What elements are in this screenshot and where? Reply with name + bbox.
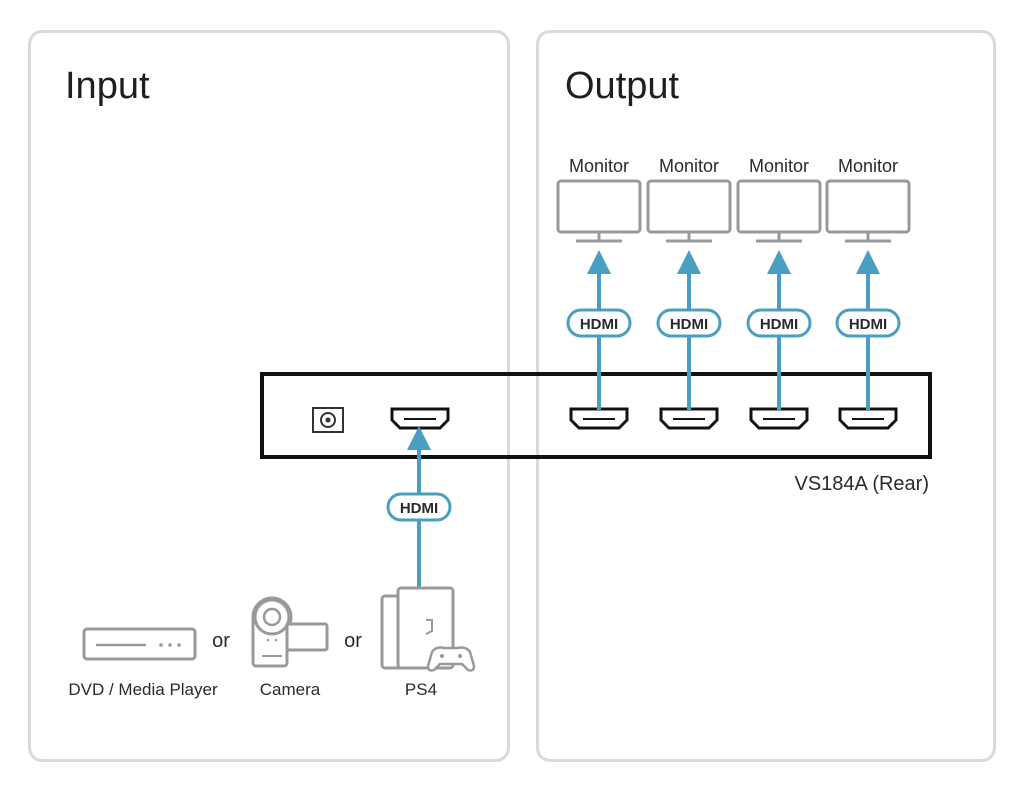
output-hdmi-port-icon — [569, 407, 629, 430]
output-hdmi-port-icon — [749, 407, 809, 430]
monitor-icon — [825, 179, 911, 243]
monitor-label: Monitor — [659, 156, 719, 176]
output-title: Output — [565, 65, 680, 107]
output-hdmi-port-icon — [838, 407, 898, 430]
camera-label: Camera — [260, 680, 321, 699]
or-separator: or — [344, 630, 362, 652]
power-port-icon — [312, 407, 344, 433]
svg-text:HDMI: HDMI — [670, 316, 708, 333]
hdmi-cable-badge: HDMI — [386, 492, 452, 522]
svg-text:HDMI: HDMI — [400, 500, 438, 517]
dvd-player-label: DVD / Media Player — [68, 680, 218, 699]
svg-text:HDMI: HDMI — [849, 316, 887, 333]
hdmi-cable-badge: HDMI — [835, 308, 901, 338]
monitor-label: Monitor — [569, 156, 629, 176]
output-panel: Output — [536, 30, 996, 762]
or-separator: or — [212, 630, 230, 652]
input-hdmi-port-icon — [390, 407, 450, 430]
hdmi-cable-badge: HDMI — [656, 308, 722, 338]
device-label: VS184A (Rear) — [794, 473, 929, 495]
input-title: Input — [65, 65, 150, 107]
monitor-label: Monitor — [749, 156, 809, 176]
camera-icon — [251, 596, 329, 668]
output-hdmi-port-icon — [659, 407, 719, 430]
hdmi-cable-badge: HDMI — [746, 308, 812, 338]
ps4-console-icon — [380, 586, 455, 670]
monitor-icon — [736, 179, 822, 243]
gamepad-icon — [426, 646, 476, 672]
ps4-label: PS4 — [405, 680, 437, 699]
dvd-player-icon — [82, 627, 197, 661]
svg-text:HDMI: HDMI — [580, 316, 618, 333]
vs184a-rear-panel — [260, 372, 932, 459]
svg-text:HDMI: HDMI — [760, 316, 798, 333]
monitor-icon — [556, 179, 642, 243]
monitor-icon — [646, 179, 732, 243]
monitor-label: Monitor — [838, 156, 898, 176]
hdmi-cable-badge: HDMI — [566, 308, 632, 338]
